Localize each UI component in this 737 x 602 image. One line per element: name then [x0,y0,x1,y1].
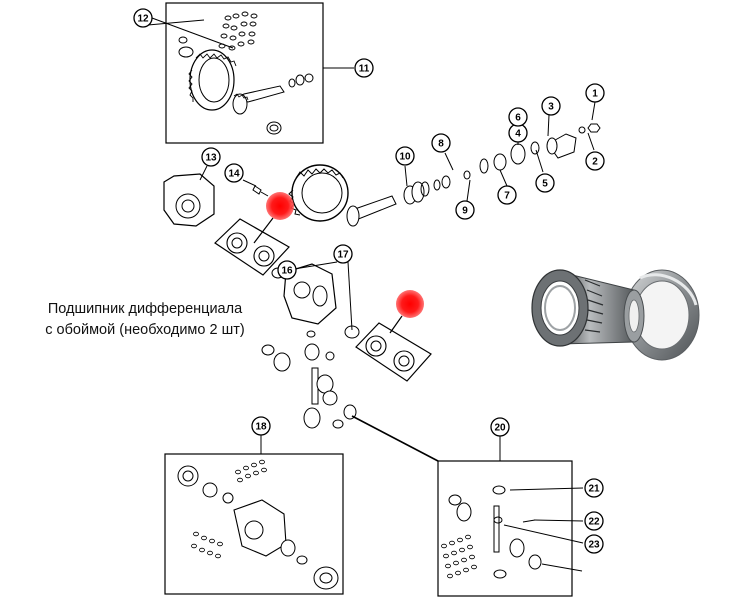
callout-circle-16 [277,260,297,280]
callout-circle-6 [508,107,528,127]
callout-circle-23 [584,534,604,554]
ring-gear-main [288,164,349,222]
callout-label-13: 13 [205,153,217,164]
caption-line-2: с обоймой (необходимо 2 шт) [45,322,245,338]
callout-label-8: 8 [438,139,444,150]
callout-circle-7 [497,185,517,205]
callout-label-18: 18 [255,422,267,433]
callout-circle-2 [585,151,605,171]
differential-case [271,263,360,339]
pinion-shaft-main [346,123,601,227]
callout-label-9: 9 [462,206,468,217]
caption-line-1: Подшипник дифференциала [47,301,243,317]
callout-circle-10 [395,146,415,166]
connector-line [351,415,439,462]
callout-label-1: 1 [592,89,598,100]
callout-circle-13 [201,147,221,167]
callout-label-6: 6 [515,113,521,124]
inset-box-spider-gears [437,460,573,597]
callout-label-7: 7 [504,191,510,202]
axle-housing-part [163,173,215,227]
callout-label-11: 11 [359,64,370,75]
callout-circle-18 [251,416,271,436]
inset-box-ring-pinion [165,2,324,144]
callout-label-14: 14 [228,169,240,180]
callout-circle-14 [224,163,244,183]
callout-label-3: 3 [548,102,554,113]
callout-circle-17 [333,244,353,264]
callout-label-10: 10 [399,152,411,163]
red-marker-diff-bearing [389,290,424,334]
callout-label-2: 2 [592,157,598,168]
callout-circle-3 [541,96,561,116]
callout-label-20: 20 [494,423,506,434]
callout-label-16: 16 [281,266,293,277]
callout-label-12: 12 [137,14,149,25]
spider-gears-stack [261,343,357,429]
leader-lines [147,17,596,572]
callout-circle-22 [584,511,604,531]
callout-circle-8 [431,133,451,153]
callout-circle-5 [535,173,555,193]
callout-circle-11 [354,58,374,78]
callout-label-5: 5 [542,179,548,190]
inset-box-diff-assembly [164,453,344,595]
callout-label-21: 21 [588,484,600,495]
red-marker-pinion-bearing [253,192,294,244]
callout-label-4: 4 [515,129,521,140]
callout-circle-1 [585,83,605,103]
bearing-caption: Подшипник дифференциала с обоймой (необх… [20,299,270,341]
bearing-photo [531,269,700,361]
callout-label-17: 17 [337,250,349,261]
vent-fitting [252,185,269,197]
callout-label-23: 23 [588,540,600,551]
bearing-box-right [355,322,432,382]
callout-circle-12 [133,8,153,28]
callout-circle-20 [490,417,510,437]
callout-label-22: 22 [588,517,600,528]
bearing-box-left [214,218,290,276]
callout-circle-21 [584,478,604,498]
callout-circle-9 [455,200,475,220]
